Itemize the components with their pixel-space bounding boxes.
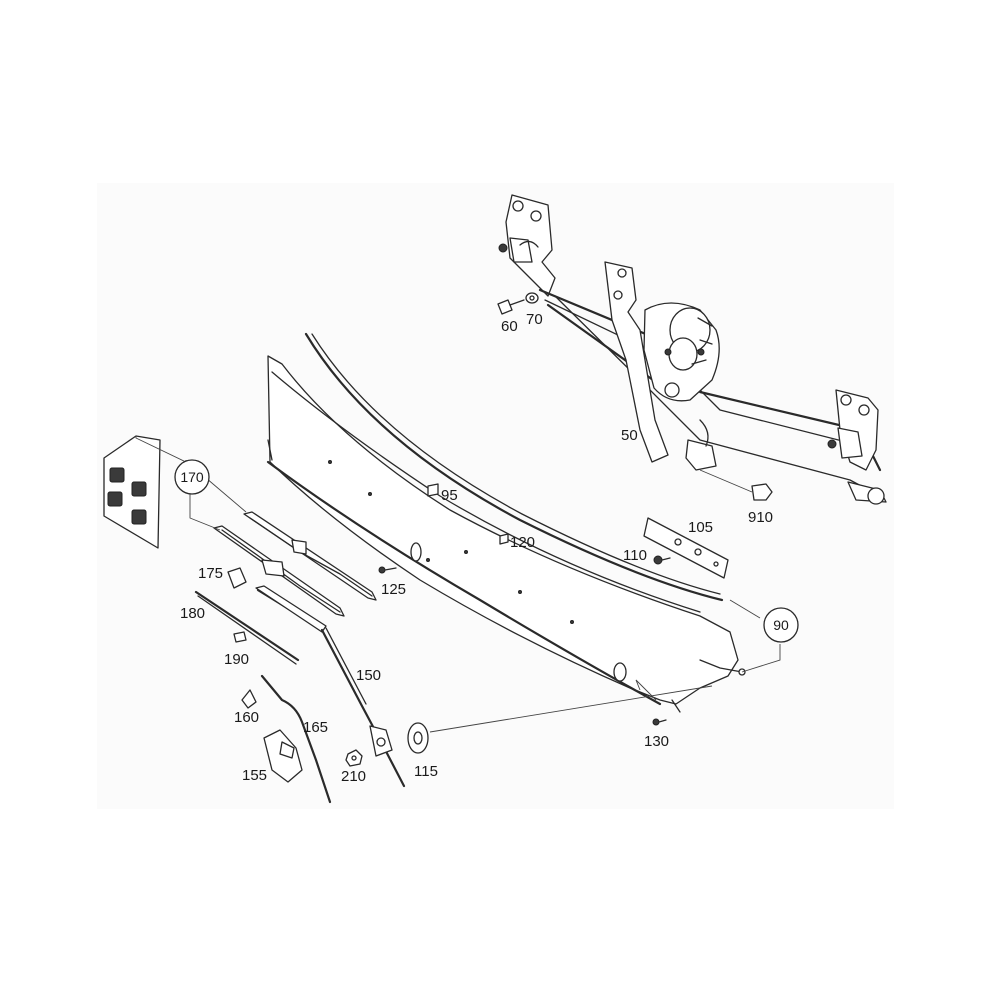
wiper-blade-kit bbox=[103, 435, 377, 617]
callout-910: 910 bbox=[748, 509, 773, 526]
callout-130: 130 bbox=[644, 733, 669, 750]
cover-part bbox=[263, 729, 303, 783]
callout-95: 95 bbox=[441, 487, 458, 504]
wiper-arm-part bbox=[255, 585, 406, 788]
cap-part-190 bbox=[233, 631, 247, 643]
callout-90: 90 bbox=[773, 617, 789, 633]
callout-175: 175 bbox=[198, 565, 223, 582]
clip-part bbox=[427, 483, 439, 497]
callout-160: 160 bbox=[234, 709, 259, 726]
screw-part-130 bbox=[652, 718, 667, 726]
wiper-linkage-assembly bbox=[498, 194, 887, 505]
callout-170-circle: 170 bbox=[174, 459, 210, 495]
screw-part-110 bbox=[653, 555, 671, 565]
cowl-panel bbox=[266, 332, 746, 713]
callout-labels: 60 70 50 910 105 110 95 120 125 130 115 … bbox=[174, 311, 799, 785]
leader-lines bbox=[135, 436, 781, 733]
callout-190: 190 bbox=[224, 651, 249, 668]
callout-165: 165 bbox=[303, 719, 328, 736]
callout-170: 170 bbox=[180, 469, 204, 485]
callout-125: 125 bbox=[381, 581, 406, 598]
callout-115: 115 bbox=[414, 763, 438, 780]
wiper-rubber-part bbox=[194, 590, 300, 665]
callout-90-circle: 90 bbox=[763, 607, 799, 643]
nut-part bbox=[345, 749, 363, 767]
callout-60: 60 bbox=[501, 318, 518, 335]
callout-70: 70 bbox=[526, 311, 543, 328]
washer-hose-part bbox=[260, 674, 332, 804]
clip-part-120 bbox=[499, 533, 509, 545]
callout-50: 50 bbox=[621, 427, 638, 444]
screw-part-125 bbox=[378, 566, 397, 574]
bolt-part bbox=[497, 299, 525, 315]
callout-155: 155 bbox=[242, 767, 267, 784]
callout-105: 105 bbox=[688, 519, 713, 536]
seal-ring-part bbox=[407, 722, 429, 754]
callout-120: 120 bbox=[510, 534, 535, 551]
callout-150: 150 bbox=[356, 667, 381, 684]
callout-210: 210 bbox=[341, 768, 366, 785]
callout-110: 110 bbox=[623, 547, 647, 564]
cap-part-160 bbox=[241, 689, 257, 709]
callout-180: 180 bbox=[180, 605, 205, 622]
washer-part bbox=[525, 292, 539, 304]
mounting-strip-part bbox=[643, 517, 729, 579]
plug-part bbox=[751, 483, 773, 501]
adapter-part bbox=[227, 567, 247, 589]
